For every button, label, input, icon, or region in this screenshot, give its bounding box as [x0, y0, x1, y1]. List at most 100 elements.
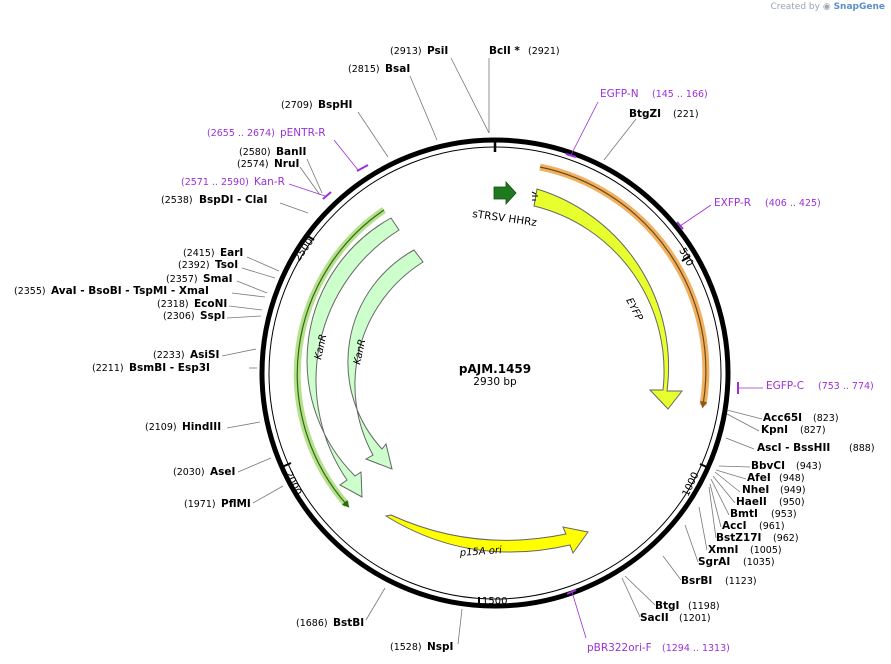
bsai-label: BsaI [385, 63, 410, 75]
bmti-pos: (953) [771, 509, 797, 520]
kanr-feature-outer [306, 217, 400, 498]
bcli-pos: (2921) [528, 46, 560, 57]
asei-label: AseI [210, 466, 235, 478]
strsv-hhrz-label: sTRSV HHRz [472, 208, 538, 229]
btgi-pos: (1198) [688, 601, 720, 612]
acc65i-pos: (823) [813, 413, 839, 424]
nhei-pos: (949) [780, 485, 806, 496]
plasmid-name: pAJM.1459 [459, 362, 531, 376]
smai-pos: (2357) [166, 274, 198, 285]
exfp-r-leader [679, 204, 712, 227]
bstbi-pos: (1686) [296, 618, 328, 629]
tick-label-2000: 2000 [282, 470, 303, 498]
eari-label: EarI [220, 247, 243, 259]
hindiii-pos: (2109) [145, 422, 177, 433]
exfp-r-mark [676, 221, 684, 230]
btgzi-pos: (221) [673, 109, 699, 120]
exfp-r-range: (406 .. 425) [765, 198, 821, 209]
egfp-n-range: (145 .. 166) [652, 89, 708, 100]
btgzi-label: BtgZI [629, 108, 661, 120]
bsmbi-esp3i-label: BsmBI - Esp3I [129, 362, 210, 374]
pflmi-pos: (1971) [184, 499, 216, 510]
credit-brand: SnapGene [833, 2, 885, 12]
kan-r-range: (2571 .. 2590) [181, 177, 249, 188]
bmti-label: BmtI [730, 508, 758, 520]
snapgene-credit: Created by ◉ SnapGene [770, 2, 885, 12]
bsphi-label: BspHI [318, 99, 352, 111]
kpni-label: KpnI [761, 424, 788, 436]
eyfp-orange-arrow [539, 166, 708, 409]
kanr-label-inner: KanR [352, 338, 368, 365]
pflmi-label: PflMI [221, 498, 251, 510]
enzyme-labels: (2913) PsiI BclI * (2921) (2815) BsaI (2… [14, 45, 875, 653]
tick-1000 [699, 463, 710, 469]
kan-r-mark [322, 191, 332, 200]
haeii-label: HaeII [736, 496, 767, 508]
strsv-hhrz-feature [493, 180, 517, 206]
pbr322ori-f-name: pBR322ori-F [587, 642, 652, 654]
tick-2500 [305, 234, 315, 241]
bcli-label: BclI * [489, 45, 520, 57]
p15a-ori-label: p15A ori [458, 545, 502, 559]
bstbi-label: BstBI [333, 617, 364, 629]
bbvci-pos: (943) [796, 461, 822, 472]
enzyme-leaders [221, 57, 763, 645]
asisi-pos: (2233) [153, 350, 185, 361]
acc65i-label: Acc65I [763, 412, 802, 424]
eyfp-feature [533, 188, 684, 410]
tsoi-pos: (2392) [178, 260, 210, 271]
banii-label: BanII [276, 146, 306, 158]
exfp-r-name: EXFP-R [714, 197, 751, 209]
afei-pos: (948) [779, 473, 805, 484]
avai-group-pos: (2355) [14, 286, 46, 297]
acci-label: AccI [722, 520, 746, 532]
nspi-pos: (1528) [390, 642, 422, 653]
sgrai-label: SgrAI [698, 556, 730, 568]
sacii-pos: (1201) [679, 613, 711, 624]
bspdi-clai-label: BspDI - ClaI [199, 194, 267, 206]
asci-bsshii-pos: (888) [849, 443, 875, 454]
kanr-feature-inner [347, 249, 424, 470]
smai-label: SmaI [203, 273, 233, 285]
pbr322ori-f-range: (1294 .. 1313) [662, 643, 730, 654]
bspdi-clai-pos: (2538) [161, 195, 193, 206]
pentr-r-name: pENTR-R [280, 127, 326, 139]
xmni-label: XmnI [708, 544, 738, 556]
hindiii-label: HindIII [182, 421, 221, 433]
tsoi-label: TsoI [215, 259, 238, 271]
egfp-n-mark [565, 153, 577, 158]
asei-pos: (2030) [173, 467, 205, 478]
asisi-label: AsiSI [190, 349, 219, 361]
sspi-label: SspI [200, 310, 225, 322]
egfp-c-range: (753 .. 774) [818, 381, 874, 392]
afei-label: AfeI [747, 472, 771, 484]
strsv-hhrz-hatch [531, 191, 538, 201]
sacii-label: SacII [640, 612, 669, 624]
kan-r-name: Kan-R [254, 176, 285, 188]
pbr322ori-f-leader [571, 591, 587, 639]
kanr-label-outer: KanR [313, 333, 329, 360]
sspi-pos: (2306) [163, 311, 195, 322]
haeii-pos: (950) [779, 497, 805, 508]
bstz17i-pos: (962) [773, 533, 799, 544]
acci-pos: (961) [759, 521, 785, 532]
snapgene-logo-icon: ◉ [822, 2, 831, 12]
bsai-pos: (2815) [348, 64, 380, 75]
psii-label: PsiI [427, 45, 448, 57]
bsphi-pos: (2709) [281, 100, 313, 111]
sgrai-pos: (1035) [743, 557, 775, 568]
pentr-r-mark [356, 164, 369, 172]
bsrbi-pos: (1123) [725, 576, 757, 587]
nrui-label: NruI [274, 158, 299, 170]
btgi-label: BtgI [655, 600, 679, 612]
tick-label-1500: 1500 [482, 596, 507, 607]
eari-pos: (2415) [183, 248, 215, 259]
egfp-c-name: EGFP-C [766, 380, 804, 392]
bsrbi-label: BsrBI [681, 575, 712, 587]
banii-pos: (2580) [239, 147, 271, 158]
nhei-label: NheI [742, 484, 769, 496]
pbr322ori-f-mark [566, 589, 577, 595]
credit-prefix: Created by [770, 2, 820, 12]
tick-2000 [281, 462, 292, 468]
